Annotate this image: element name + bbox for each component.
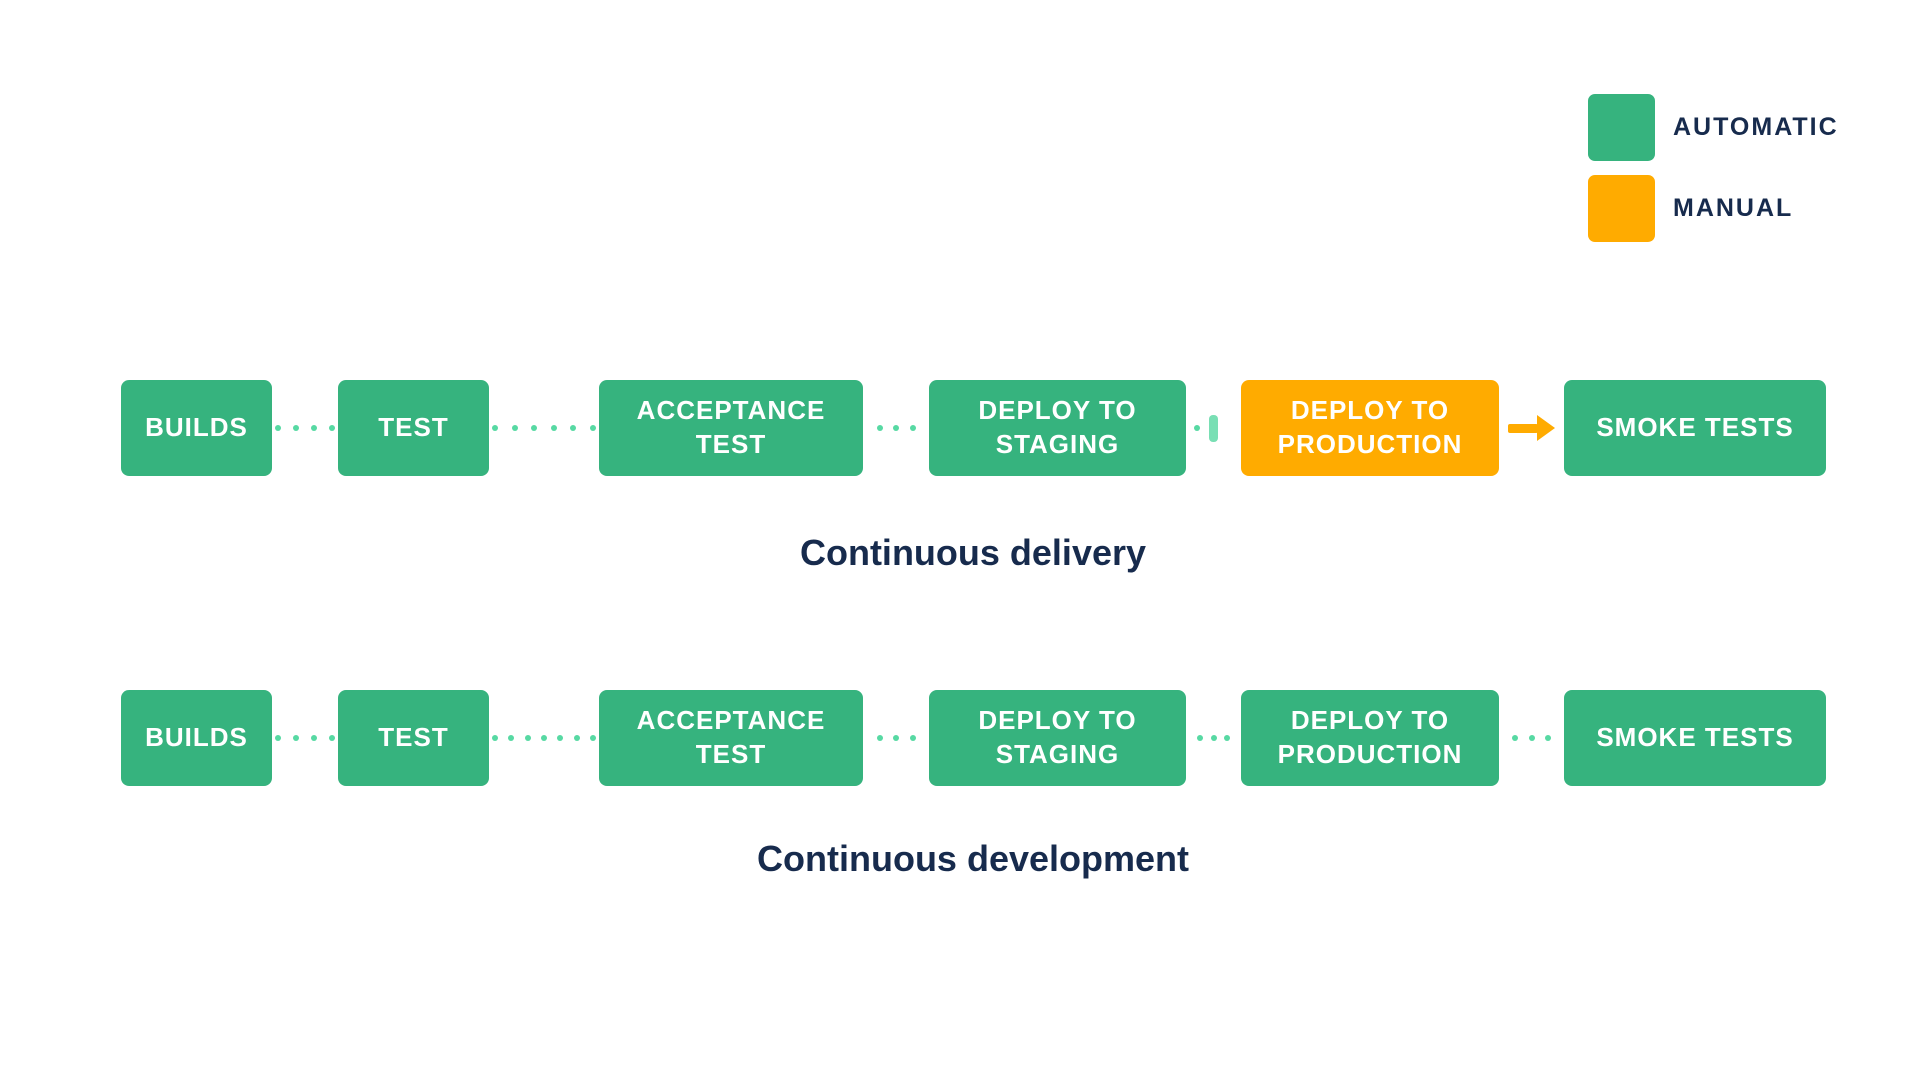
dot bbox=[275, 425, 281, 431]
dot bbox=[573, 735, 580, 741]
legend-item-automatic: AUTOMATIC bbox=[1588, 94, 1839, 161]
pipeline-caption-delivery: Continuous delivery bbox=[799, 532, 1147, 573]
dot bbox=[1512, 735, 1519, 741]
dot bbox=[1210, 735, 1217, 741]
dot bbox=[1528, 735, 1535, 741]
dot bbox=[293, 735, 299, 741]
step-deploy-to-staging: DEPLOY TO STAGING bbox=[929, 380, 1186, 476]
pause-connector bbox=[1186, 380, 1241, 476]
dot bbox=[329, 425, 335, 431]
dot bbox=[492, 425, 498, 431]
dot bbox=[550, 425, 557, 431]
legend: AUTOMATIC MANUAL bbox=[1588, 94, 1839, 256]
pause-bar bbox=[1209, 414, 1218, 442]
dot bbox=[311, 735, 317, 741]
dot bbox=[909, 735, 916, 741]
dot bbox=[876, 735, 883, 741]
dot bbox=[524, 735, 531, 741]
dot bbox=[893, 735, 899, 741]
step-smoke-tests: SMOKE TESTS bbox=[1564, 380, 1826, 476]
dot bbox=[540, 735, 547, 741]
step-test: TEST bbox=[338, 380, 489, 476]
step-deploy-to-staging: DEPLOY TO STAGING bbox=[929, 690, 1186, 786]
dotted-connector bbox=[1186, 690, 1241, 786]
step-deploy-to-production-manual: DEPLOY TO PRODUCTION bbox=[1241, 380, 1499, 476]
step-test: TEST bbox=[338, 690, 489, 786]
dot bbox=[511, 425, 518, 431]
legend-label-automatic: AUTOMATIC bbox=[1673, 113, 1839, 141]
dot bbox=[570, 425, 577, 431]
dot bbox=[508, 735, 515, 741]
dot bbox=[909, 425, 916, 431]
dotted-connector bbox=[272, 380, 338, 476]
legend-label-manual: MANUAL bbox=[1673, 194, 1794, 222]
dot bbox=[1544, 735, 1551, 741]
dot bbox=[1196, 735, 1203, 741]
pipeline-continuous-delivery: BUILDS TEST ACCEPTANCE TEST DEPLOY TO ST… bbox=[121, 380, 1826, 476]
pipeline-caption-development: Continuous development bbox=[757, 838, 1189, 879]
step-acceptance-test: ACCEPTANCE TEST bbox=[599, 380, 863, 476]
step-deploy-to-production: DEPLOY TO PRODUCTION bbox=[1241, 690, 1499, 786]
dot bbox=[1194, 425, 1200, 431]
dot bbox=[589, 735, 596, 741]
dot bbox=[293, 425, 299, 431]
dotted-connector bbox=[489, 380, 599, 476]
dot bbox=[275, 735, 281, 741]
step-smoke-tests: SMOKE TESTS bbox=[1564, 690, 1826, 786]
dot bbox=[557, 735, 564, 741]
dot bbox=[589, 425, 596, 431]
step-builds: BUILDS bbox=[121, 380, 272, 476]
dot bbox=[1224, 735, 1231, 741]
dot bbox=[311, 425, 317, 431]
pipeline-continuous-development: BUILDS TEST ACCEPTANCE TEST DEPLOY TO ST… bbox=[121, 690, 1826, 786]
dotted-connector bbox=[863, 380, 929, 476]
dot bbox=[876, 425, 883, 431]
step-acceptance-test: ACCEPTANCE TEST bbox=[599, 690, 863, 786]
arrow-connector bbox=[1499, 380, 1564, 476]
dotted-connector bbox=[1499, 690, 1564, 786]
automatic-color-swatch bbox=[1588, 94, 1655, 161]
dot bbox=[492, 735, 498, 741]
dotted-connector bbox=[489, 690, 599, 786]
legend-item-manual: MANUAL bbox=[1588, 175, 1839, 242]
dot bbox=[893, 425, 899, 431]
arrow-right-icon bbox=[1508, 415, 1555, 441]
dotted-connector bbox=[863, 690, 929, 786]
step-builds: BUILDS bbox=[121, 690, 272, 786]
manual-color-swatch bbox=[1588, 175, 1655, 242]
dot bbox=[329, 735, 335, 741]
dotted-connector bbox=[272, 690, 338, 786]
dot bbox=[531, 425, 538, 431]
